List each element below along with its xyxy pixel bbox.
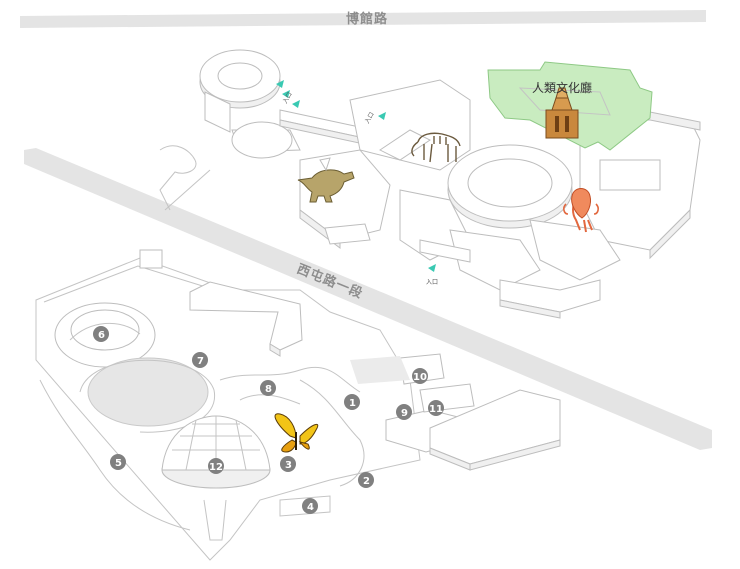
marker-1[interactable]: 1 — [344, 394, 360, 410]
svg-text:7: 7 — [197, 356, 204, 367]
hall-label-culture: 人類文化廳 — [532, 80, 592, 95]
marker-10[interactable]: 10 — [412, 368, 428, 384]
garden-markers: 6 7 8 1 10 9 11 5 12 3 2 4 — [93, 326, 444, 514]
svg-text:3: 3 — [285, 460, 292, 471]
svg-text:2: 2 — [363, 476, 370, 487]
road-top — [20, 10, 706, 28]
svg-text:9: 9 — [401, 408, 408, 419]
marker-5[interactable]: 5 — [110, 454, 126, 470]
road-top-label: 博館路 — [346, 11, 388, 27]
svg-text:11: 11 — [429, 404, 443, 415]
squid-icon — [563, 188, 599, 233]
dinosaur-icon — [297, 157, 355, 203]
marker-7[interactable]: 7 — [192, 352, 208, 368]
marker-11[interactable]: 11 — [428, 400, 444, 416]
svg-text:6: 6 — [98, 330, 105, 341]
botanical-garden — [35, 249, 561, 561]
entrance-label-1: 入口 — [282, 91, 294, 105]
marker-2[interactable]: 2 — [358, 472, 374, 488]
marker-8[interactable]: 8 — [260, 380, 276, 396]
museum-building — [159, 49, 701, 319]
marker-9[interactable]: 9 — [396, 404, 412, 420]
marker-6[interactable]: 6 — [93, 326, 109, 342]
svg-text:8: 8 — [265, 384, 272, 395]
marker-3[interactable]: 3 — [280, 456, 296, 472]
entrance-label-3: 入口 — [426, 279, 438, 286]
butterfly-icon — [274, 413, 319, 453]
svg-text:1: 1 — [349, 398, 356, 409]
svg-text:10: 10 — [413, 372, 427, 383]
svg-text:5: 5 — [115, 458, 122, 469]
marker-12[interactable]: 12 — [208, 458, 224, 474]
marker-4[interactable]: 4 — [302, 498, 318, 514]
svg-text:4: 4 — [307, 502, 314, 513]
mammoth-skeleton-icon — [411, 132, 461, 163]
svg-text:12: 12 — [209, 462, 223, 473]
road-middle — [24, 148, 712, 450]
pagoda-icon — [545, 87, 579, 139]
entrance-arrow-icon — [276, 80, 436, 272]
